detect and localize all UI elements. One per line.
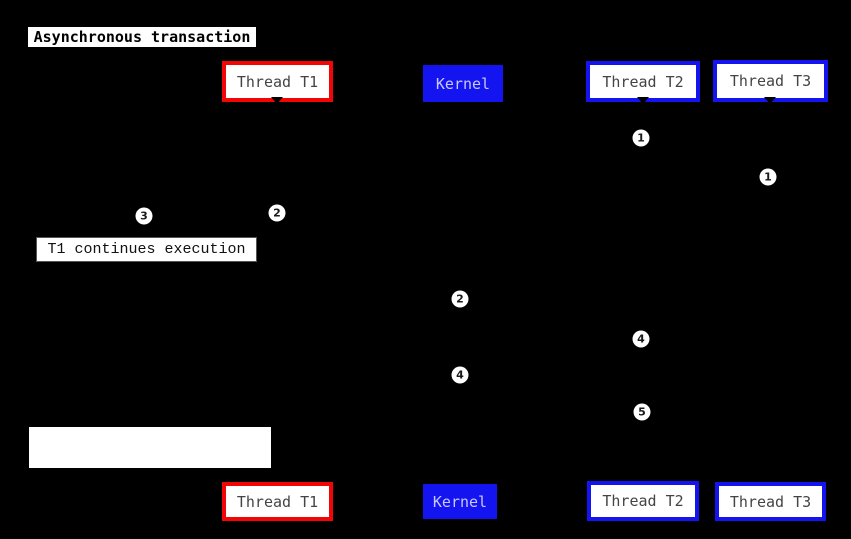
note-t1-continues-text: T1 continues execution: [47, 241, 246, 258]
lifeline-arrowhead-icon: [271, 476, 283, 485]
actor-thread-t2-top: Thread T2: [586, 61, 700, 102]
sequence-marker: 1: [759, 168, 777, 186]
actor-thread-t2-bottom: Thread T2: [587, 481, 699, 521]
actor-thread-t2-label: Thread T2: [602, 72, 684, 91]
actor-kernel-label: Kernel: [435, 74, 491, 93]
actor-kernel-top: Kernel: [423, 65, 503, 102]
actor-thread-t1-label: Thread T1: [236, 492, 319, 511]
actor-thread-t1-bottom: Thread T1: [222, 482, 333, 521]
lifeline-arrowhead-icon: [764, 476, 776, 485]
lifeline-arrowhead-icon: [637, 475, 649, 484]
actor-thread-t3-top: Thread T3: [713, 60, 828, 102]
note-t1-continues: T1 continues execution: [36, 237, 257, 262]
sequence-marker: 2: [451, 290, 469, 308]
actor-thread-t3-label: Thread T3: [729, 492, 812, 511]
sequence-marker: 1: [632, 129, 650, 147]
sequence-marker: 2: [268, 204, 286, 222]
lifeline-arrowhead-icon: [637, 97, 649, 104]
actor-thread-t1-top: Thread T1: [222, 61, 333, 102]
actor-thread-t3-label: Thread T3: [729, 72, 812, 90]
lifeline-arrowhead-icon: [271, 97, 283, 104]
sequence-marker: 4: [632, 330, 650, 348]
actor-thread-t3-bottom: Thread T3: [715, 482, 826, 521]
sequence-marker: 3: [135, 207, 153, 225]
lifeline-arrowhead-icon: [764, 97, 776, 104]
actor-thread-t2-label: Thread T2: [602, 492, 684, 510]
note-empty-box: [29, 427, 271, 468]
diagram-title: Asynchronous transaction: [28, 27, 256, 47]
actor-kernel-bottom: Kernel: [423, 484, 497, 519]
sequence-marker: 5: [633, 403, 651, 421]
sequence-marker: 4: [451, 366, 469, 384]
actor-thread-t1-label: Thread T1: [236, 72, 319, 91]
actor-kernel-label: Kernel: [432, 492, 488, 511]
